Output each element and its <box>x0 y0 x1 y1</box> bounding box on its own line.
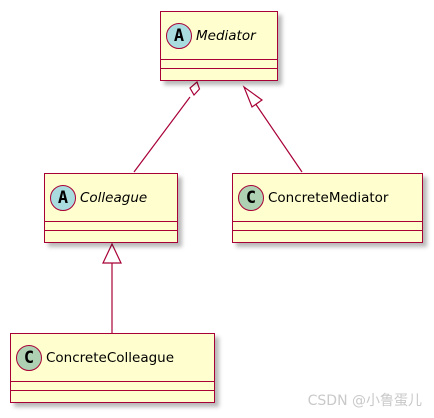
concrete-class-icon: C <box>238 184 264 211</box>
class-concrete-colleague-header: C ConcreteColleague <box>11 334 214 382</box>
class-colleague-attributes <box>45 222 177 231</box>
class-concrete-mediator-header: C ConcreteMediator <box>233 174 422 222</box>
class-concrete-colleague: C ConcreteColleague <box>10 333 215 403</box>
watermark: CSDN @小鲁蛋儿 <box>307 393 422 409</box>
generalization-line-mediator <box>254 102 303 173</box>
class-mediator-attributes <box>161 60 277 69</box>
abstract-class-icon: A <box>166 22 192 49</box>
aggregation-diamond <box>189 80 201 97</box>
class-colleague-name: Colleague <box>80 189 148 206</box>
class-concrete-colleague-attributes <box>11 382 214 391</box>
class-concrete-mediator: C ConcreteMediator <box>232 173 423 243</box>
class-mediator: A Mediator <box>160 11 278 81</box>
generalization-arrowhead-colleague <box>102 242 122 264</box>
aggregation-line <box>133 96 191 173</box>
class-concrete-colleague-name: ConcreteColleague <box>46 349 175 366</box>
class-colleague: A Colleague <box>44 173 178 243</box>
generalization-arrowhead-mediator <box>242 85 264 108</box>
class-mediator-name: Mediator <box>196 27 256 44</box>
abstract-class-icon: A <box>50 184 76 211</box>
concrete-class-icon: C <box>16 344 42 371</box>
class-colleague-header: A Colleague <box>45 174 177 222</box>
class-concrete-mediator-name: ConcreteMediator <box>268 189 389 206</box>
class-mediator-header: A Mediator <box>161 12 277 60</box>
class-concrete-mediator-attributes <box>233 222 422 231</box>
